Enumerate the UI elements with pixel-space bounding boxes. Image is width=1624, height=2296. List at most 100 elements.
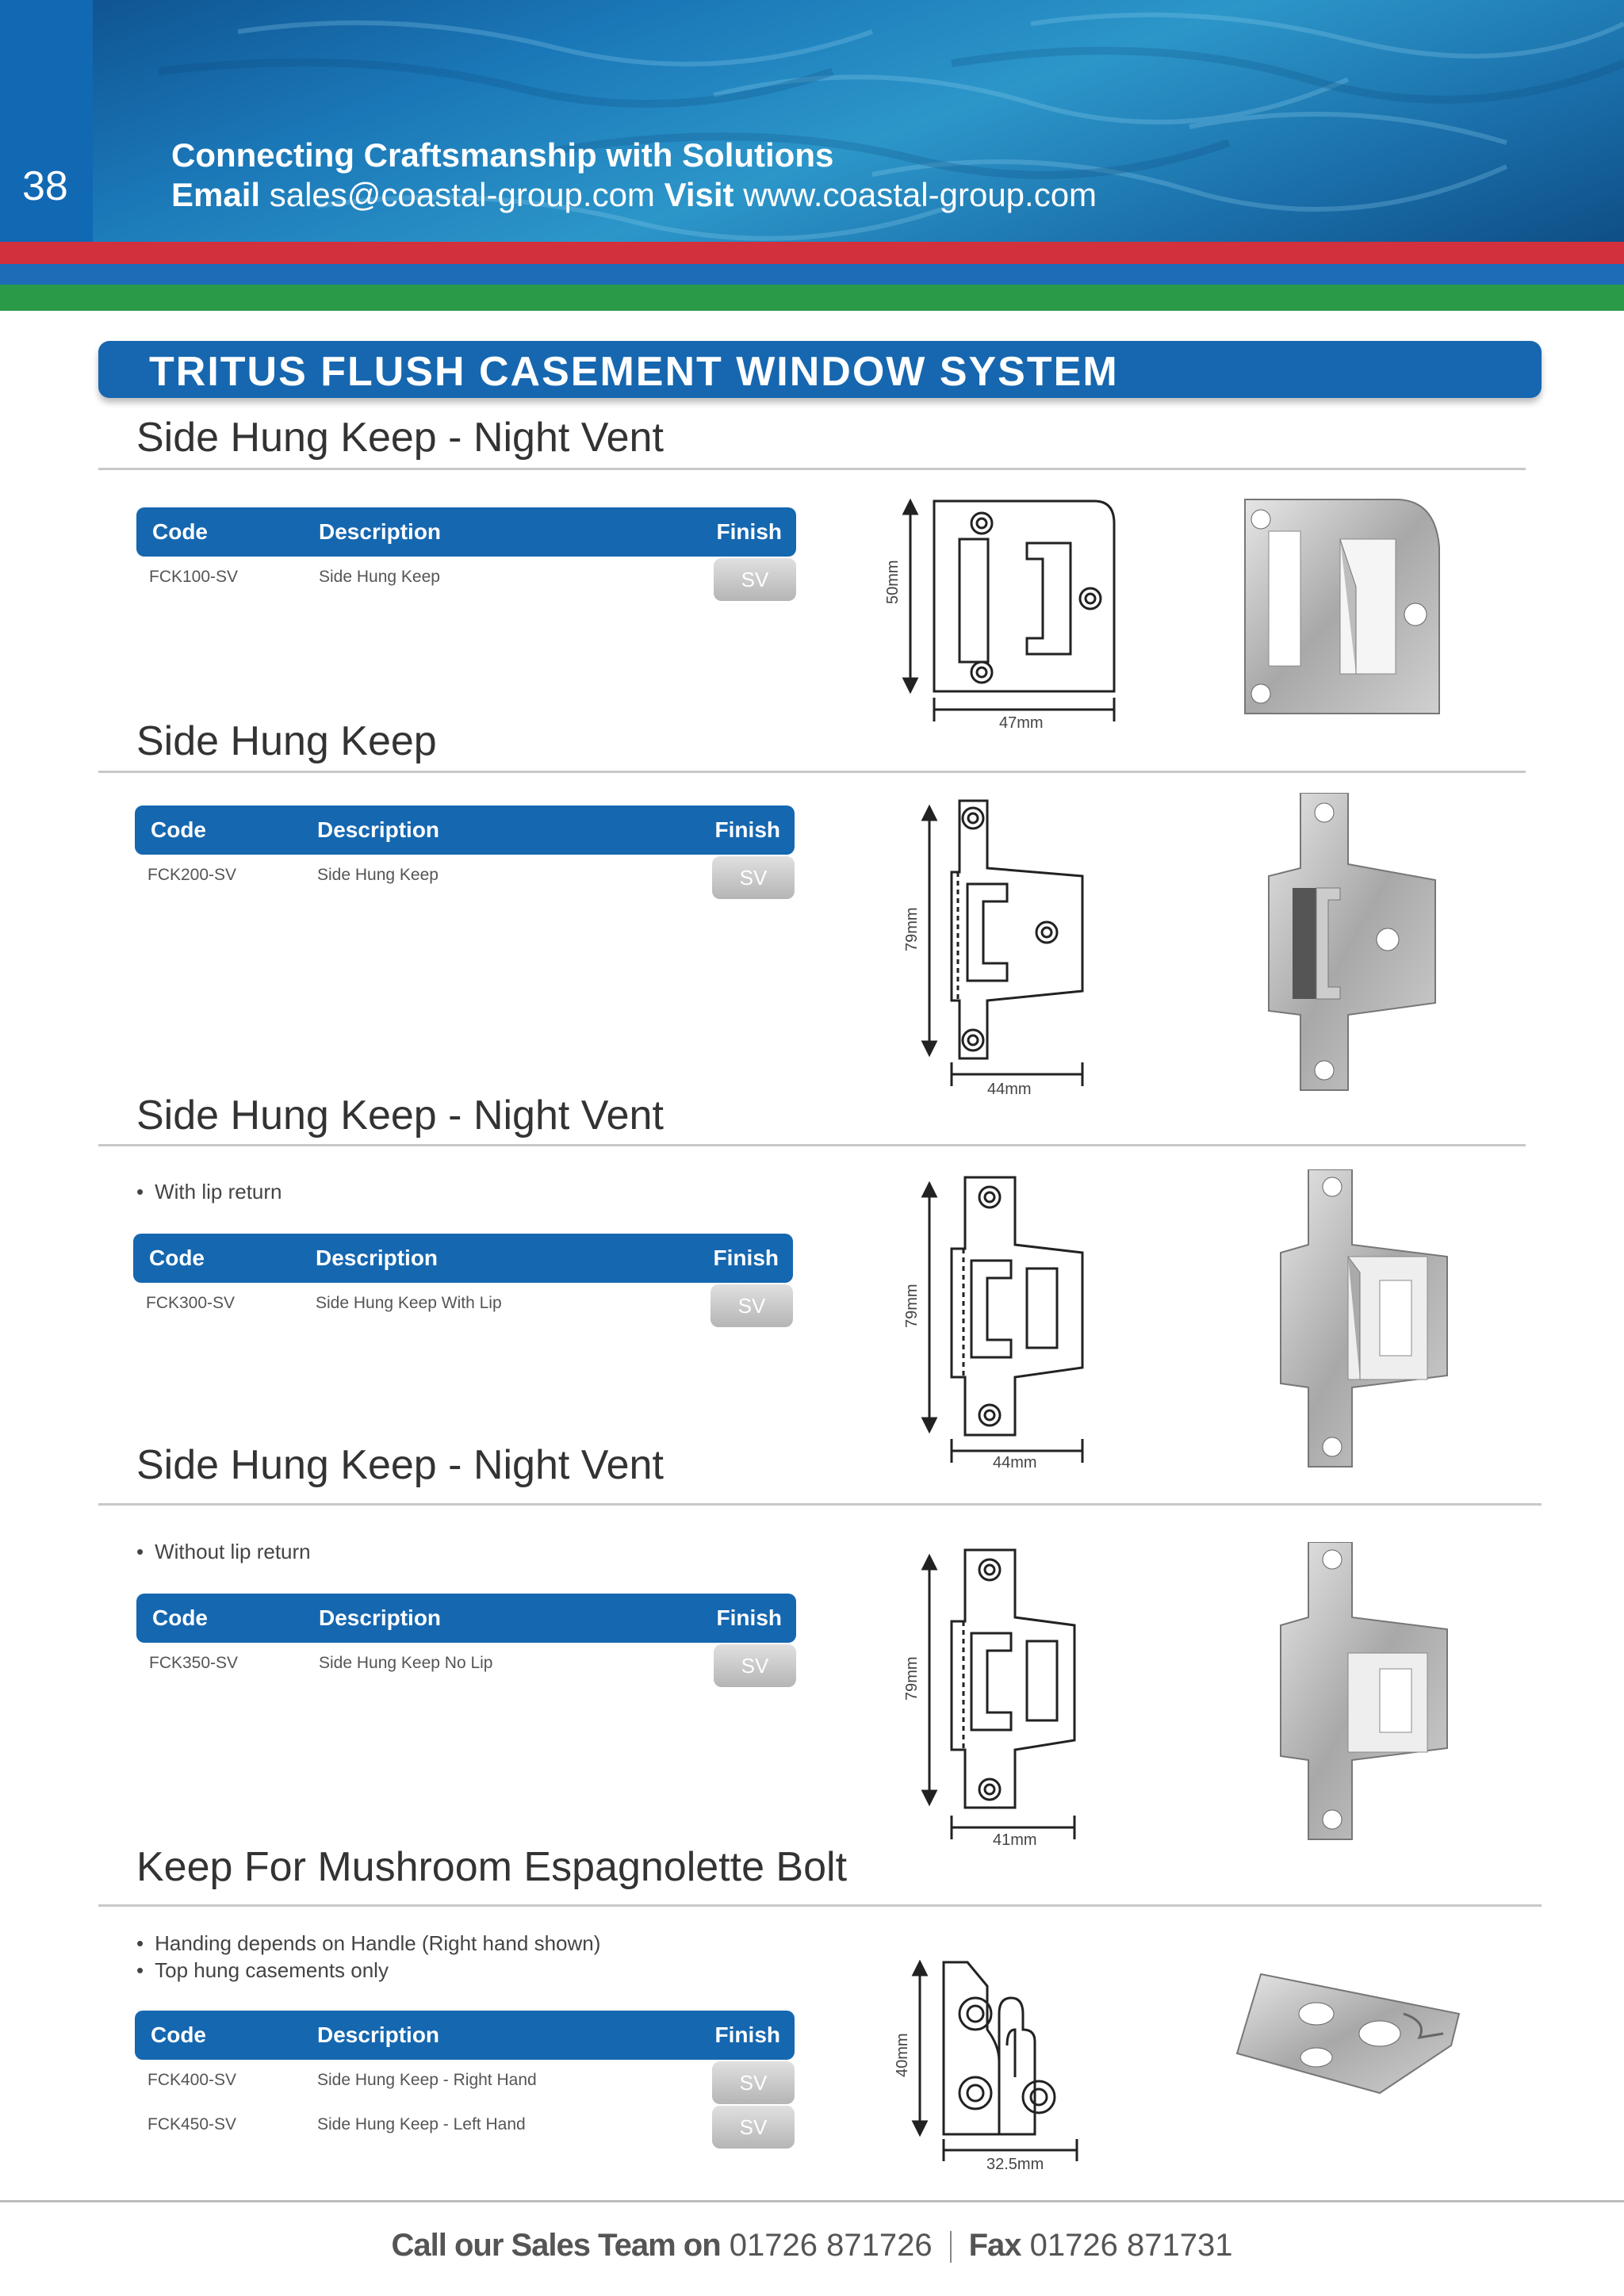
section-heading: Keep For Mushroom Espagnolette Bolt <box>136 1843 847 1891</box>
email-link[interactable]: sales@coastal-group.com <box>269 176 655 213</box>
feature-bullet: Without lip return <box>136 1540 311 1564</box>
feature-bullet: Handing depends on Handle (Right hand sh… <box>136 1931 600 1956</box>
height-dimension: 79mm <box>903 907 921 951</box>
table-header: Code Description Finish <box>136 507 796 557</box>
red-stripe <box>0 242 1624 264</box>
header-banner: 38 Connecting Craftsmanship with Solutio… <box>0 0 1624 242</box>
product-description: Side Hung Keep <box>319 568 440 586</box>
divider <box>98 1904 1542 1907</box>
finish-badge: SV <box>712 2106 795 2149</box>
height-dimension: 40mm <box>894 2033 911 2077</box>
page-number-tab: 38 <box>0 0 93 242</box>
finish-badge: SV <box>714 558 796 601</box>
product-photo <box>1280 1169 1448 1468</box>
width-dimension: 44mm <box>987 1081 1032 1098</box>
product-photo <box>1280 1542 1448 1840</box>
finish-badge: SV <box>710 1284 793 1327</box>
section-title: Side Hung Keep <box>136 1093 437 1138</box>
header-code: Code <box>151 2022 206 2047</box>
fax-number: 01726 871731 <box>1029 2228 1233 2263</box>
blue-stripe <box>0 264 1624 285</box>
sales-phone[interactable]: 01726 871726 <box>729 2228 933 2263</box>
product-description: Side Hung Keep No Lip <box>319 1654 493 1672</box>
section-heading: Side Hung Keep - Night Vent <box>136 1093 664 1138</box>
technical-drawing: 79mm 44mm <box>903 799 1084 1098</box>
section-heading: Side Hung Keep - Night Vent <box>136 1442 664 1488</box>
header-description: Description <box>317 817 440 842</box>
product-description: Side Hung Keep - Right Hand <box>317 2071 537 2089</box>
sales-label: Call our Sales Team on <box>391 2228 721 2263</box>
finish-badge: SV <box>714 1644 796 1687</box>
technical-drawing: 79mm 41mm <box>903 1548 1076 1849</box>
section-title: Side Hung Keep <box>136 415 437 461</box>
title-bar: TRITUS FLUSH CASEMENT WINDOW SYSTEM <box>98 341 1542 398</box>
height-dimension: 79mm <box>903 1284 921 1328</box>
fax-label: Fax <box>968 2228 1022 2263</box>
divider <box>98 1503 1542 1506</box>
tagline: Connecting Craftsmanship with Solutions <box>171 136 834 174</box>
section-title: Side Hung Keep <box>136 718 437 764</box>
product-description: Side Hung Keep With Lip <box>316 1294 502 1312</box>
section-heading: Side Hung Keep - Night Vent <box>136 415 664 461</box>
header-finish: Finish <box>716 1605 782 1630</box>
header-finish: Finish <box>716 519 782 544</box>
section-subtitle: Night Vent <box>473 1442 664 1488</box>
website-link[interactable]: www.coastal-group.com <box>743 176 1097 213</box>
section-heading: Side Hung Keep <box>136 718 437 765</box>
divider <box>98 771 1526 773</box>
product-description: Side Hung Keep - Left Hand <box>317 2115 526 2133</box>
table-header: Code Description Finish <box>136 1594 796 1643</box>
height-dimension: 79mm <box>903 1656 921 1701</box>
product-photo <box>1268 793 1436 1091</box>
page-number: 38 <box>22 163 68 209</box>
section-subtitle: Night Vent <box>473 415 664 461</box>
divider <box>98 1144 1526 1146</box>
width-dimension: 44mm <box>993 1454 1037 1471</box>
contact-line: Email sales@coastal-group.com Visit www.… <box>171 176 1097 214</box>
header-description: Description <box>319 519 442 544</box>
section-title: Side Hung Keep <box>136 1442 437 1488</box>
visit-label: Visit <box>664 176 734 213</box>
finish-badge: SV <box>712 2061 795 2104</box>
header-description: Description <box>317 2022 440 2047</box>
width-dimension: 47mm <box>999 714 1044 732</box>
footer-separator <box>949 2231 952 2263</box>
footer-contact: Call our Sales Team on 01726 871726 Fax 0… <box>0 2228 1624 2263</box>
technical-drawing: 50mm 47mm <box>884 498 1116 732</box>
section-subtitle: Night Vent <box>473 1093 664 1138</box>
header-finish: Finish <box>713 1246 779 1270</box>
product-code: FCK100-SV <box>149 568 239 586</box>
water-texture <box>158 12 1624 241</box>
table-header: Code Description Finish <box>135 2011 795 2060</box>
divider <box>98 468 1526 470</box>
section-title: Keep For Mushroom Espagnolette Bolt <box>136 1844 848 1890</box>
width-dimension: 41mm <box>993 1831 1037 1849</box>
product-photo <box>1244 499 1440 714</box>
table-header: Code Description Finish <box>135 806 795 855</box>
product-code: FCK200-SV <box>147 866 237 884</box>
table-header: Code Description Finish <box>133 1234 793 1283</box>
header-finish: Finish <box>714 2022 780 2047</box>
technical-drawing: 40mm 32.5mm <box>894 1959 1078 2172</box>
feature-bullet: Top hung casements only <box>136 1958 389 1983</box>
finish-badge: SV <box>712 856 795 899</box>
product-code: FCK450-SV <box>147 2115 237 2133</box>
header-code: Code <box>152 1605 208 1630</box>
product-photo <box>1235 1973 1461 2095</box>
email-label: Email <box>171 176 261 213</box>
header-description: Description <box>319 1605 442 1630</box>
header-code: Code <box>151 817 206 842</box>
feature-bullet: With lip return <box>136 1180 282 1204</box>
product-code: FCK300-SV <box>146 1294 236 1312</box>
header-code: Code <box>152 519 208 544</box>
green-stripe <box>0 285 1624 311</box>
page-title: TRITUS FLUSH CASEMENT WINDOW SYSTEM <box>149 349 1119 395</box>
header-finish: Finish <box>714 817 780 842</box>
height-dimension: 50mm <box>884 560 902 604</box>
product-description: Side Hung Keep <box>317 866 439 884</box>
width-dimension: 32.5mm <box>986 2156 1044 2172</box>
footer-divider <box>0 2200 1624 2202</box>
header-code: Code <box>149 1246 205 1270</box>
header-description: Description <box>316 1246 439 1270</box>
product-code: FCK400-SV <box>147 2071 237 2089</box>
